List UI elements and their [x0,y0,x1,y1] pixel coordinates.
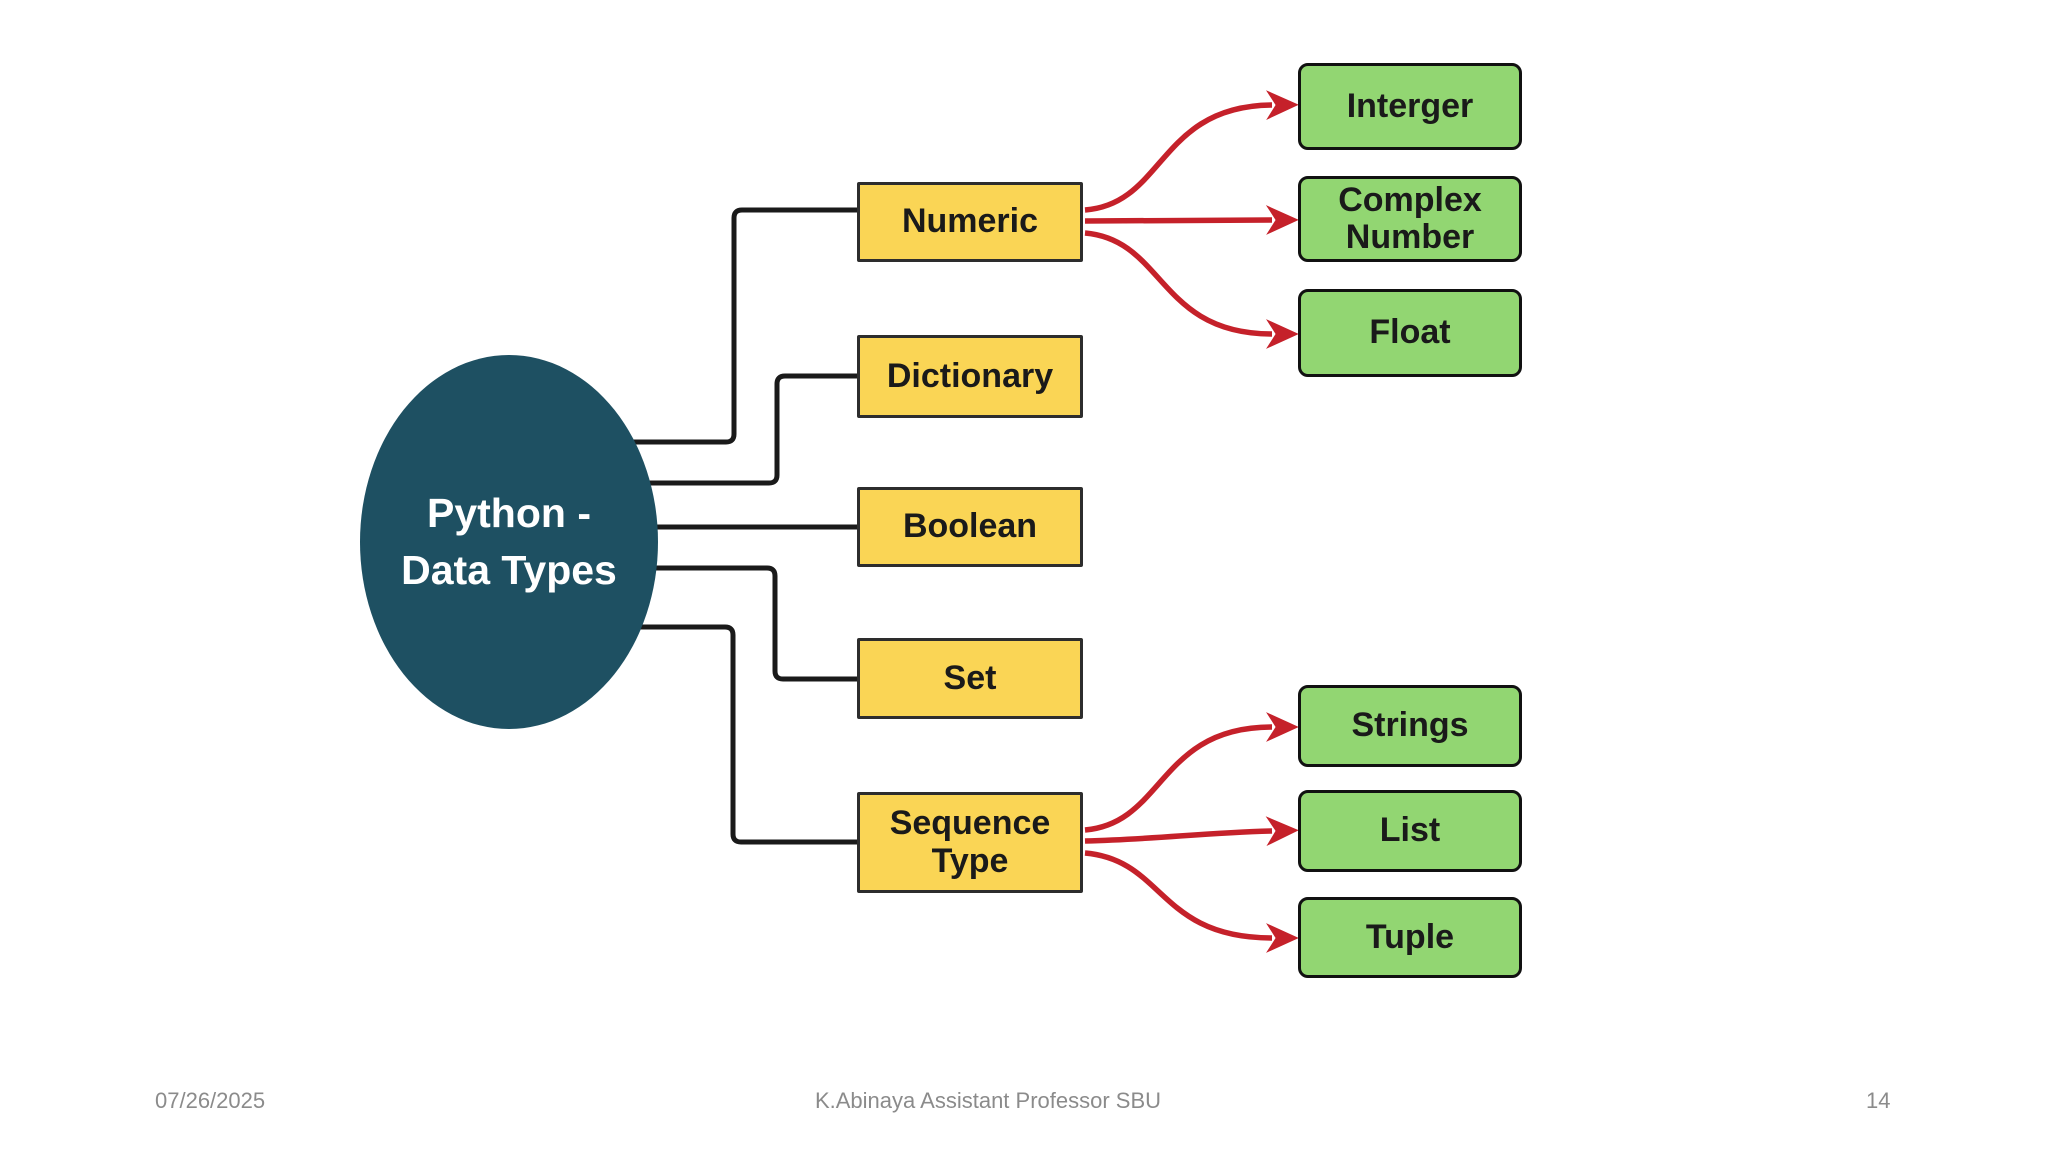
subtype-node-tuple: Tuple [1298,897,1522,978]
subtype-node-complex-number: Complex Number [1298,176,1522,262]
arrow-sequence-list [1084,816,1299,847]
root-label-line2: Data Types [401,547,617,593]
category-node-boolean: Boolean [857,487,1083,567]
subtype-node-float: Float [1298,289,1522,377]
connector-root-sequence-type [620,624,857,845]
connector-root-numeric [620,207,857,445]
numeric-arrows [1084,90,1299,349]
connector-root-dictionary [620,373,857,486]
category-node-set: Set [857,638,1083,719]
arrow-numeric-complex-number [1084,205,1299,235]
sequence-arrows [1084,712,1299,953]
arrow-numeric-float [1084,230,1299,349]
category-node-dictionary: Dictionary [857,335,1083,418]
subtype-node-strings: Strings [1298,685,1522,767]
footer-page-number: 14 [1866,1088,1891,1113]
arrow-sequence-strings [1084,712,1299,833]
footer-date: 07/26/2025 [155,1088,266,1113]
arrow-sequence-tuple [1084,850,1299,953]
subtype-node-list: List [1298,790,1522,872]
category-node-sequence-type: Sequence Type [857,792,1083,893]
footer-credit: K.Abinaya Assistant Professor SBU [814,1088,1162,1113]
category-node-numeric: Numeric [857,182,1083,262]
arrow-numeric-interger [1084,90,1299,213]
category-connectors [620,207,857,845]
root-label-line1: Python - [427,489,591,536]
connector-root-set [620,565,857,682]
root-node-python-data-types: Python - Data Types [360,355,658,729]
subtype-node-interger: Interger [1298,63,1522,150]
